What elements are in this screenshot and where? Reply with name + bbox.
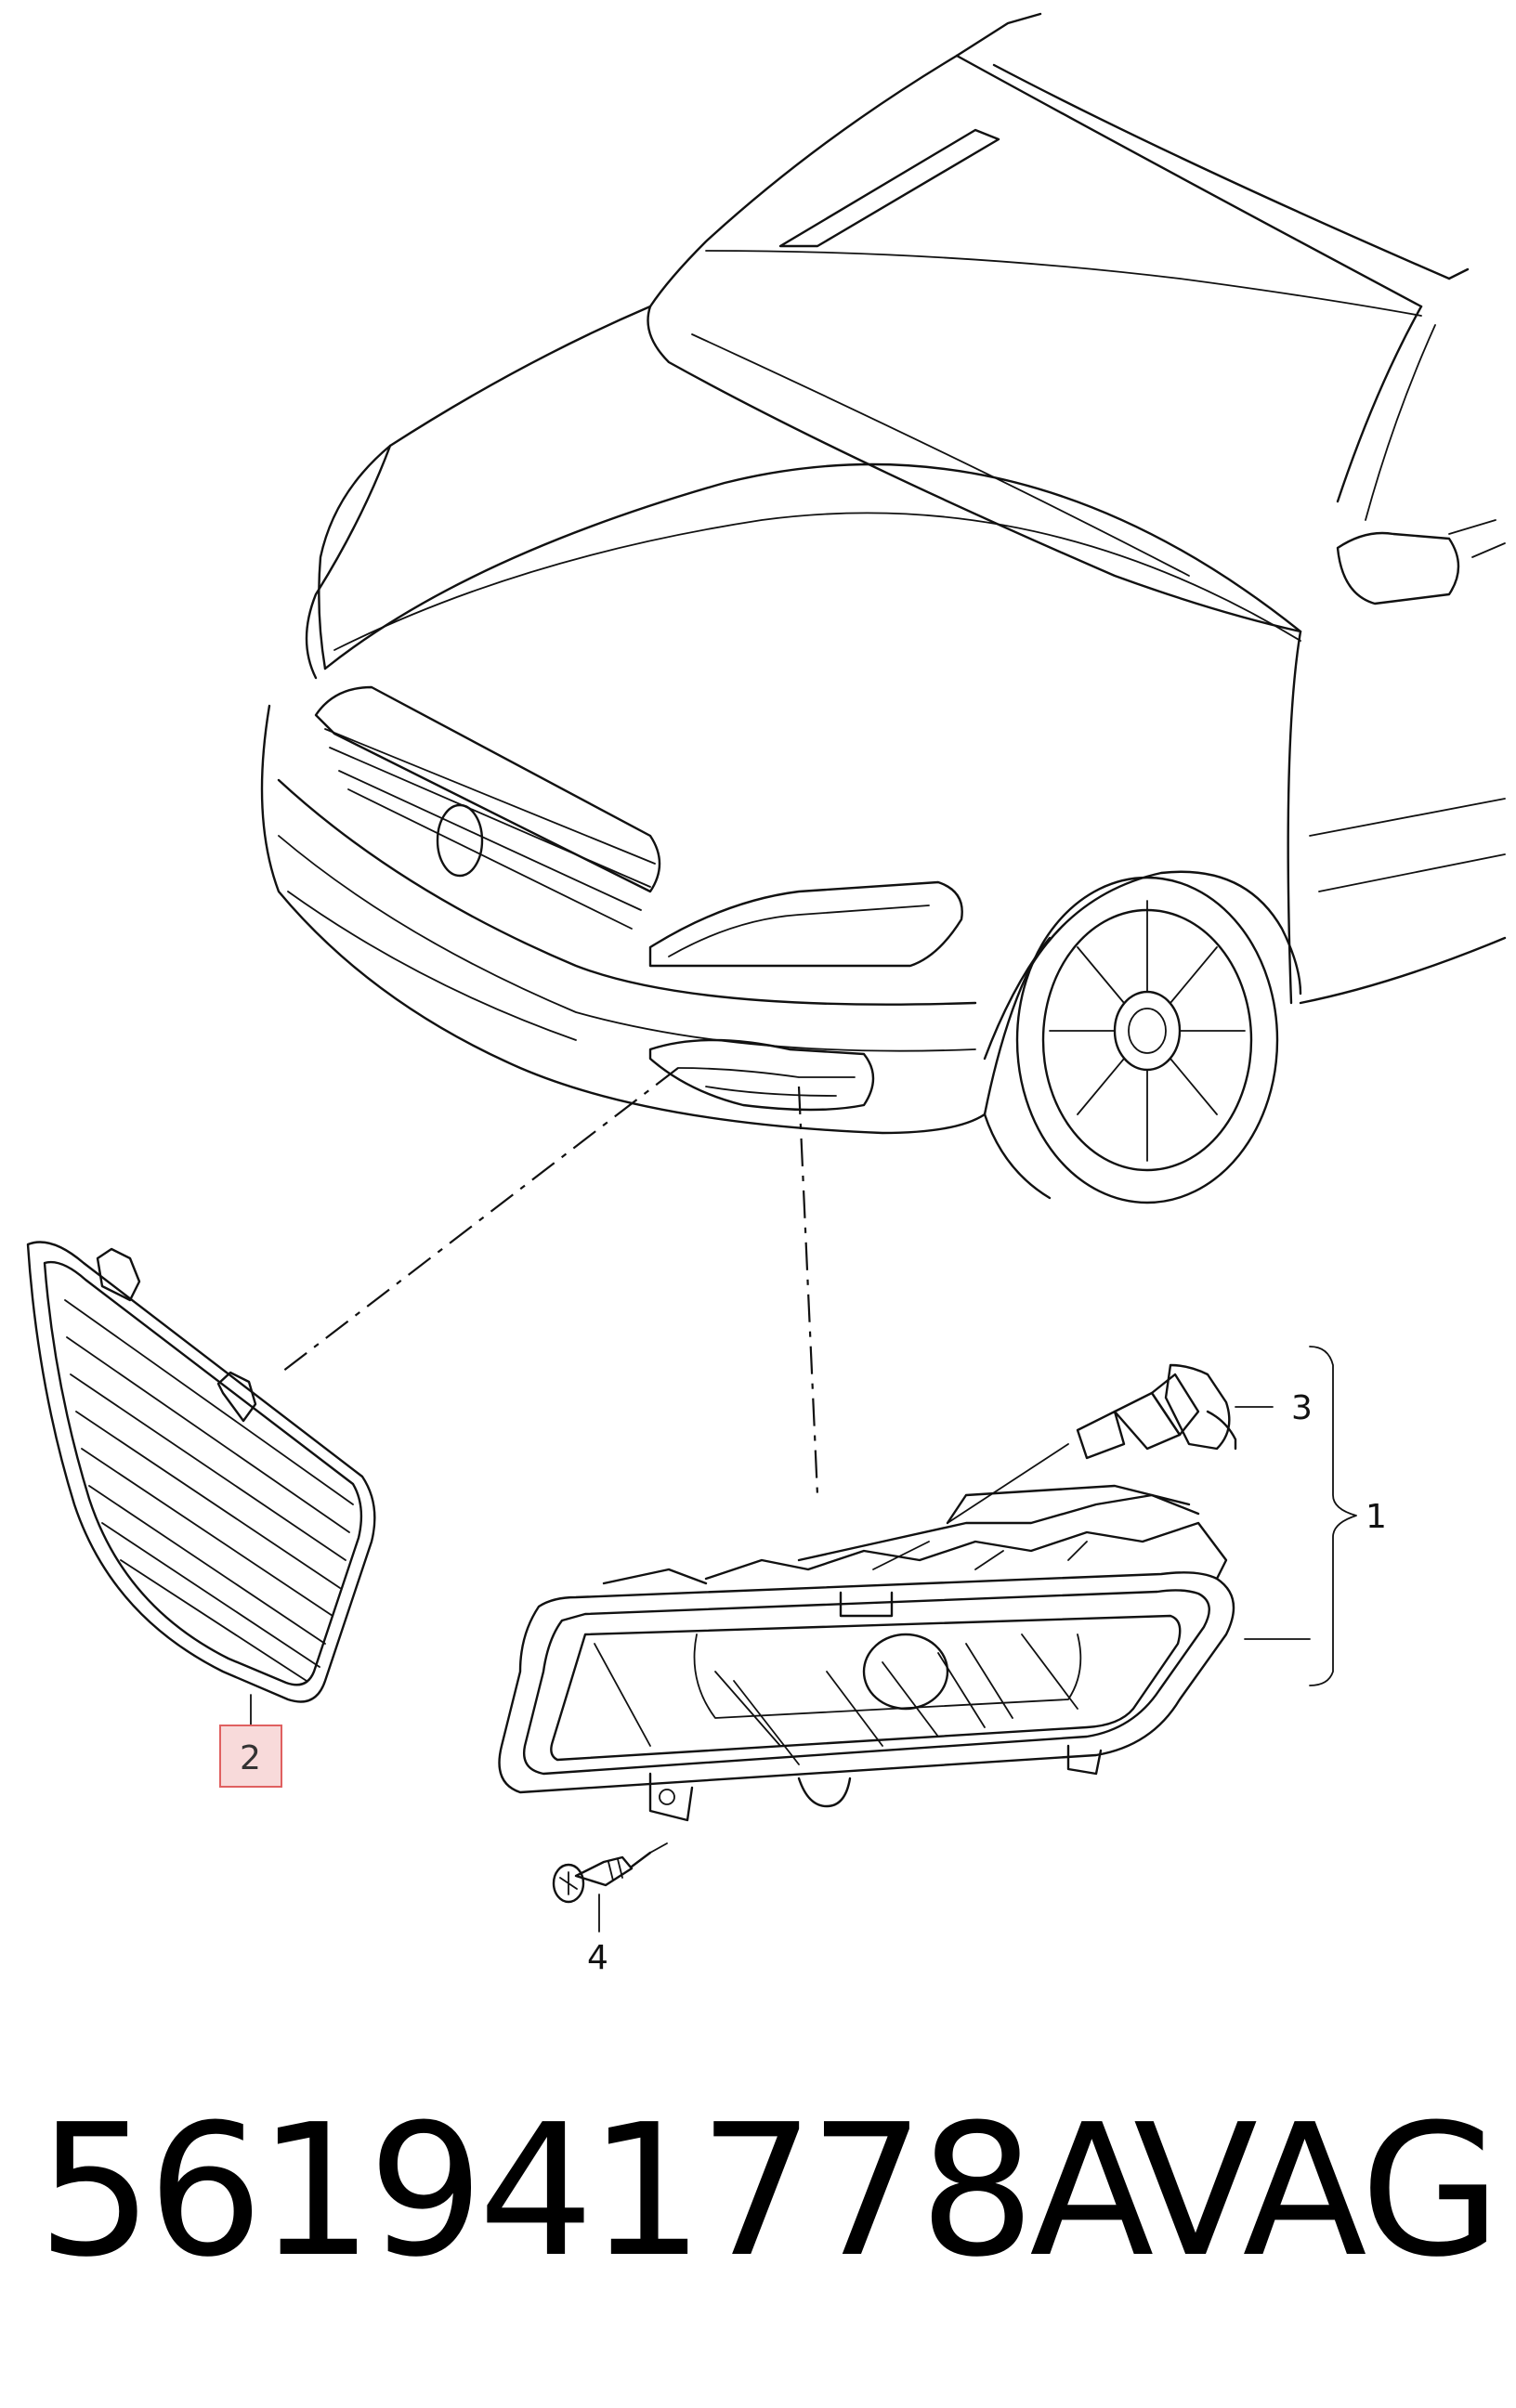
bulb-part <box>947 1363 1274 1524</box>
screw-part <box>552 1842 668 1933</box>
callout-2-highlight[interactable] <box>219 1725 282 1788</box>
part-number: 561941778A <box>37 2086 1154 2297</box>
callout-3[interactable]: 3 <box>1291 1389 1313 1427</box>
grille-cover-part <box>26 1241 376 1726</box>
callout-2: 2 <box>240 1739 261 1777</box>
leader-lines <box>278 1067 819 1496</box>
callout-1[interactable]: 1 <box>1366 1498 1387 1536</box>
fog-light-part <box>498 1484 1311 1822</box>
group-brace <box>1309 1346 1357 1686</box>
car-outline <box>260 12 1507 1204</box>
brand-name: VAG <box>1133 2086 1501 2297</box>
callout-4[interactable]: 4 <box>587 1939 608 1977</box>
